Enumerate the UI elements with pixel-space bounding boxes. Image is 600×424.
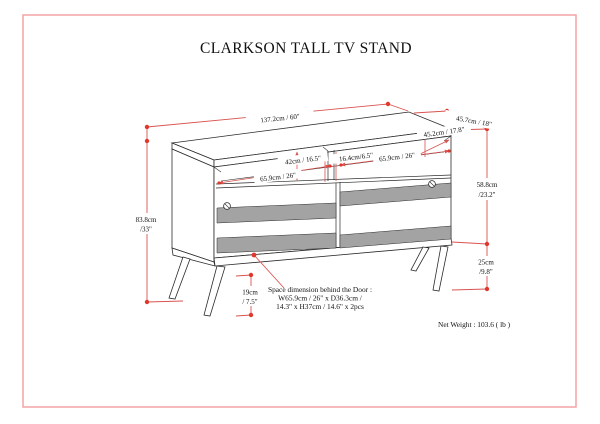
dim-ext-floor — [451, 288, 488, 291]
left-door-slat-groove-1 — [216, 202, 337, 224]
label-leg-height: 19cm / 7.5" — [235, 286, 266, 306]
door-note-line2: W65.9cm / 26" x D36.3cm / — [278, 294, 363, 303]
right-door — [339, 180, 452, 249]
leg-front-left — [168, 256, 191, 300]
svg-text:19cm: 19cm — [242, 289, 258, 297]
dim-line-opening-depth — [415, 139, 450, 157]
dimension-dots — [144, 101, 490, 318]
leg-mid-left — [203, 265, 226, 317]
dimension-labels: 137.2cm / 60" 45.7cm / 18" 83.8cm /33" 5… — [131, 108, 511, 329]
svg-text:25cm: 25cm — [478, 259, 494, 267]
door-note-leader — [253, 254, 285, 289]
label-overall-width: 137.2cm / 60" — [245, 108, 315, 127]
label-clearance: 25cm /9.8" — [472, 256, 500, 276]
right-door-slat-groove-2 — [339, 225, 452, 249]
door-note-line3: 14.3" x H37cm / 14.6" x 2pcs — [276, 302, 364, 311]
svg-text:/33": /33" — [140, 226, 152, 234]
left-door — [216, 202, 337, 254]
shelf-lip-bottom — [215, 177, 452, 189]
dim-ext-cabinet-bottom — [451, 241, 488, 245]
net-weight: Net Weight : 103.6 ( lb ) — [438, 320, 511, 329]
label-overall-height: 83.8cm /33" — [131, 213, 162, 234]
svg-text:/9.8": /9.8" — [479, 268, 493, 276]
right-door-slat-groove-1 — [339, 182, 452, 207]
svg-text:83.8cm: 83.8cm — [136, 216, 157, 224]
dim-ext-overall-width — [387, 103, 409, 112]
page-title: CLARKSON TALL TV STAND — [200, 40, 412, 57]
sliding-doors — [216, 180, 452, 254]
dim-ext-overall-height — [146, 300, 184, 303]
svg-text:/ 7.5": / 7.5" — [242, 298, 257, 306]
svg-text:/23.2": /23.2" — [478, 191, 495, 199]
right-door-handle-detail — [429, 181, 435, 187]
page-border — [22, 14, 577, 408]
door-note: Space dimension behind the Door : W65.9c… — [268, 285, 372, 311]
dim-ext-leg-top — [235, 274, 252, 277]
dim-ext-leg-bottom — [235, 314, 252, 317]
dim-ext-depth-back — [413, 110, 448, 114]
label-cabinet-height: 58.8cm /23.2" — [470, 178, 504, 200]
door-note-line1: Space dimension behind the Door : — [268, 285, 372, 294]
center-divider-depth-line — [322, 146, 329, 152]
left-door-handle-detail — [224, 203, 230, 209]
cabinet-drawing — [168, 111, 453, 317]
svg-text:58.8cm: 58.8cm — [477, 181, 498, 189]
left-door-slat-groove-2 — [216, 232, 337, 254]
cabinet-left-panel — [171, 148, 215, 263]
legs — [168, 245, 449, 317]
leg-back-right — [410, 246, 430, 272]
leg-front-right — [432, 245, 449, 292]
